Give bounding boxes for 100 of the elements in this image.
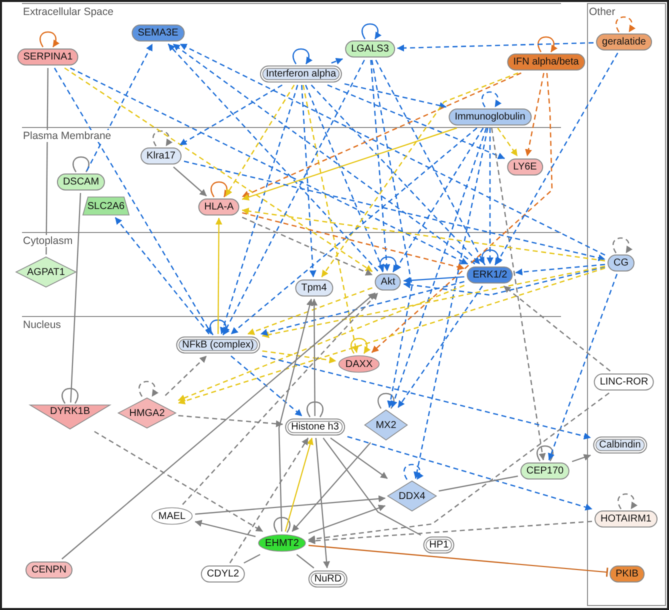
molecule-name: CG bbox=[614, 258, 628, 268]
self-loop-arrow bbox=[292, 48, 312, 64]
arrow bbox=[178, 267, 606, 404]
molecule-pill bbox=[17, 48, 79, 66]
molecule-trapezoid bbox=[82, 197, 130, 215]
molecule-name: Calbindin bbox=[599, 440, 641, 450]
molecule-name: MX2 bbox=[376, 420, 396, 430]
molecule-pill bbox=[466, 266, 514, 284]
molecule-name: Klra17 bbox=[146, 150, 176, 162]
arrow bbox=[308, 520, 592, 544]
self-loop bbox=[536, 445, 554, 462]
arrow bbox=[302, 84, 359, 353]
arrow bbox=[278, 298, 314, 532]
molecule-name: Tpm4 bbox=[301, 282, 327, 294]
molecule-name: ERK1/2 bbox=[472, 270, 508, 280]
self-loop-arrow bbox=[362, 23, 382, 40]
arrow bbox=[397, 42, 594, 52]
arrow bbox=[398, 286, 483, 408]
molecule-diamond bbox=[16, 257, 76, 287]
molecule-name: IFN alpha/beta bbox=[513, 56, 579, 68]
compartment-label: Plasma Membrane bbox=[22, 130, 112, 142]
molecule-name: Akt bbox=[380, 276, 396, 288]
arrow bbox=[94, 430, 264, 532]
molecule-name: HMGA2 bbox=[129, 408, 165, 418]
arrow bbox=[164, 356, 207, 396]
molecule-name: CDYL2 bbox=[206, 568, 240, 580]
arrow bbox=[180, 43, 606, 256]
arrow bbox=[179, 84, 283, 146]
arrow bbox=[194, 520, 256, 538]
molecule-name: NFkB (complex) bbox=[182, 340, 254, 350]
arrow bbox=[242, 208, 606, 262]
molecule-name: LINC-ROR bbox=[600, 376, 648, 388]
arrow bbox=[305, 84, 384, 272]
molecule-pill bbox=[345, 40, 395, 58]
arrow bbox=[114, 217, 210, 334]
molecule-pill bbox=[176, 336, 260, 354]
arrow bbox=[486, 128, 494, 264]
arrow bbox=[195, 495, 386, 515]
arrow bbox=[331, 58, 343, 64]
arrow bbox=[548, 274, 618, 460]
arrow bbox=[215, 218, 222, 334]
arrow bbox=[308, 504, 386, 534]
arrow bbox=[229, 438, 309, 564]
molecule-diamond bbox=[118, 398, 176, 428]
molecule-pill bbox=[610, 566, 644, 582]
connector-line bbox=[70, 192, 82, 403]
arrow bbox=[515, 264, 606, 276]
arrow bbox=[308, 392, 610, 542]
compartment-label: Extracellular Space bbox=[22, 6, 114, 18]
molecule-name: PKIB bbox=[616, 568, 638, 580]
arrow bbox=[371, 60, 413, 408]
self-loop bbox=[62, 388, 78, 404]
self-loop-arrow bbox=[138, 380, 158, 397]
molecule-name: LY6E bbox=[513, 162, 537, 172]
self-loop-arrow bbox=[380, 256, 400, 272]
arrow bbox=[370, 60, 390, 272]
arrow bbox=[403, 266, 606, 296]
arrow bbox=[371, 72, 553, 353]
compartment-label: Other bbox=[588, 6, 616, 18]
self-loop-arrow bbox=[616, 16, 636, 32]
arrow bbox=[262, 266, 606, 338]
molecule-pill bbox=[594, 510, 658, 528]
arrow bbox=[64, 67, 373, 272]
arrow bbox=[223, 60, 365, 334]
self-loop-arrow bbox=[350, 338, 370, 354]
compartment-box bbox=[587, 3, 666, 606]
self-loop-arrow bbox=[482, 91, 502, 108]
molecule-pill bbox=[520, 462, 570, 480]
molecule-pill bbox=[596, 34, 652, 50]
self-loop-arrow bbox=[618, 493, 638, 510]
molecule-name: Immunoglobulin bbox=[454, 112, 526, 122]
arrow bbox=[572, 454, 591, 462]
molecule-pill bbox=[423, 536, 455, 554]
arrow bbox=[230, 356, 302, 416]
connector-line bbox=[296, 554, 314, 568]
molecule-pill bbox=[260, 66, 342, 82]
arrow bbox=[310, 84, 480, 264]
connector-line bbox=[244, 554, 260, 564]
arrow bbox=[54, 68, 212, 334]
molecule-pill bbox=[26, 562, 72, 578]
molecule-ellipse bbox=[338, 355, 380, 373]
arrow bbox=[260, 280, 464, 336]
molecule-pill bbox=[374, 274, 402, 290]
molecule-name: AGPAT1 bbox=[27, 266, 65, 278]
arrow bbox=[230, 128, 478, 334]
self-loop-arrow bbox=[40, 31, 60, 48]
molecule-diamond bbox=[388, 481, 436, 511]
molecule-pill bbox=[308, 570, 348, 588]
arrow bbox=[403, 276, 464, 284]
arrow bbox=[315, 438, 330, 568]
molecule-name: HLA-A bbox=[204, 202, 234, 212]
molecule-triangle bbox=[30, 405, 110, 429]
molecule-name: SLC2A6 bbox=[87, 200, 125, 212]
compartment-label: Nucleus bbox=[22, 319, 62, 331]
connector-line bbox=[438, 476, 518, 492]
connector-line bbox=[46, 68, 48, 254]
arrow bbox=[375, 60, 485, 264]
arrow bbox=[242, 216, 373, 276]
arrow bbox=[347, 436, 592, 510]
molecule-name: CENPN bbox=[32, 564, 66, 576]
